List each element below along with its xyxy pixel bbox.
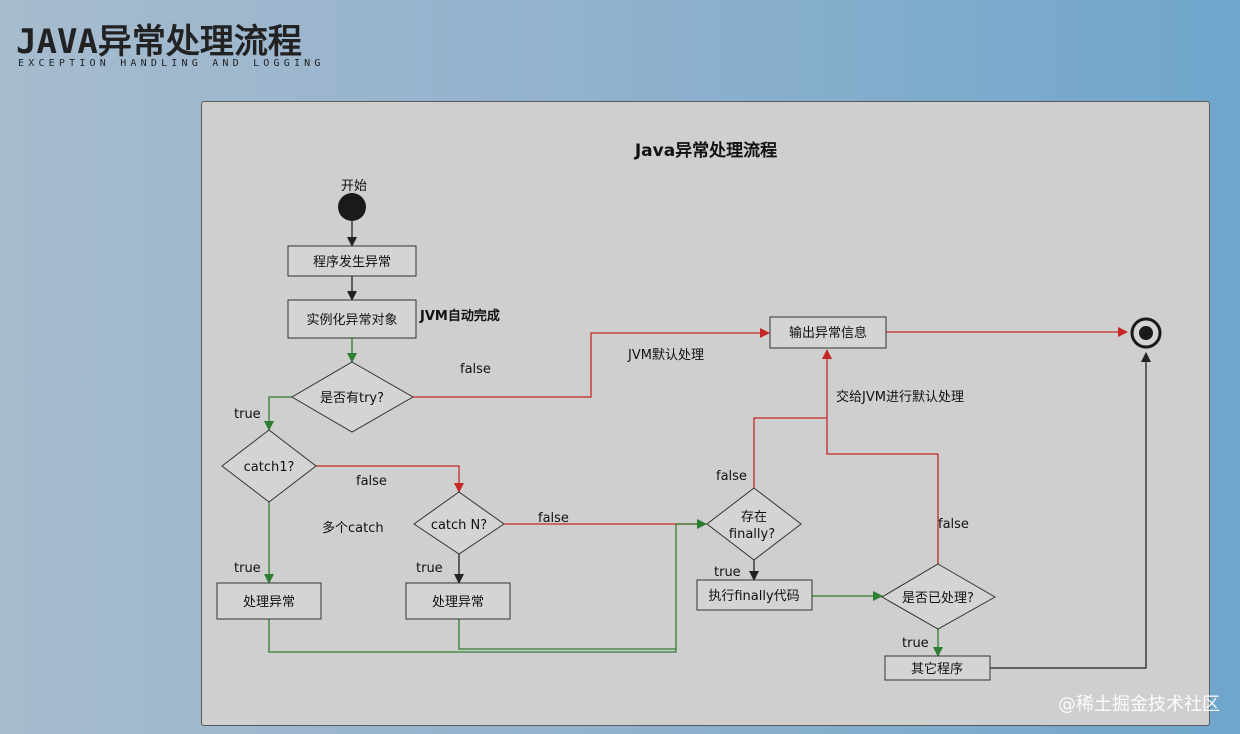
page-title: JAVA异常处理流程 — [16, 22, 302, 62]
node-other-program — [884, 655, 991, 681]
edge-finally-false — [753, 417, 827, 488]
annotation-handover-jvm: 交给JVM进行默认处理 — [836, 389, 964, 405]
flowchart: Java异常处理流程 开始 程序发生异常 实例化异常对象 JVM自动完成 是否有… — [216, 140, 1162, 681]
node-catch1 — [221, 429, 317, 503]
edge-handle1-merge — [268, 524, 677, 653]
edge-label-try-true: true — [234, 407, 261, 422]
annotation-jvm-auto: JVM自动完成 — [419, 308, 500, 324]
edge-label-finally-false: false — [716, 469, 747, 484]
diagram-panel: Java异常处理流程 开始 程序发生异常 实例化异常对象 JVM自动完成 是否有… — [201, 101, 1210, 726]
edge-catch1-false — [316, 465, 464, 493]
node-execute-finally — [696, 579, 813, 611]
edge-label-catch1-false: false — [356, 474, 387, 489]
edge-handled-false — [822, 349, 939, 564]
page-subtitle: EXCEPTION HANDLING AND LOGGING — [18, 58, 325, 69]
node-has-finally-label-2: finally? — [729, 527, 775, 542]
edge-handlen-merge — [458, 619, 676, 650]
annotation-jvm-default: JVM默认处理 — [627, 347, 704, 363]
node-output-exception-info-label: 输出异常信息 — [789, 325, 867, 341]
node-is-handled — [881, 563, 997, 630]
node-program-exception-label: 程序发生异常 — [313, 254, 391, 270]
annotation-multiple-catch: 多个catch — [322, 520, 384, 536]
node-has-try-label: 是否有try? — [320, 391, 384, 406]
node-program-exception — [287, 245, 417, 277]
edge-label-try-false: false — [460, 362, 491, 377]
node-catch-n-label: catch N? — [431, 518, 487, 533]
edge-label-handled-true: true — [902, 636, 929, 651]
node-has-finally — [706, 487, 802, 561]
node-catch1-label: catch1? — [244, 460, 295, 475]
start-node — [338, 193, 366, 221]
edge-label-handled-false: false — [938, 517, 969, 532]
node-handle-exception-1 — [216, 582, 322, 620]
node-handle-exception-n — [405, 582, 511, 620]
edge-try-false — [413, 328, 770, 398]
edge-try-true — [264, 396, 292, 431]
node-other-program-label: 其它程序 — [911, 661, 963, 677]
watermark: @稀土掘金技术社区 — [1058, 694, 1220, 715]
node-instantiate-exception-label: 实例化异常对象 — [306, 313, 397, 328]
edge-label-catchn-true: true — [416, 561, 443, 576]
edge-other-to-end — [990, 352, 1151, 669]
node-output-exception-info — [769, 316, 887, 349]
edge-label-catchn-false: false — [538, 511, 569, 526]
node-has-try — [291, 361, 415, 433]
node-catch-n — [413, 491, 505, 555]
diagram-title: Java异常处理流程 — [634, 140, 777, 161]
edge-label-finally-true: true — [714, 565, 741, 580]
node-is-handled-label: 是否已处理? — [902, 591, 974, 606]
end-node-core — [1139, 326, 1153, 340]
start-label: 开始 — [341, 179, 367, 194]
edge-label-catch1-true: true — [234, 561, 261, 576]
node-execute-finally-label: 执行finally代码 — [708, 589, 799, 604]
node-handle-exception-1-label: 处理异常 — [243, 595, 295, 610]
node-has-finally-label-1: 存在 — [741, 510, 767, 525]
node-instantiate-exception — [287, 299, 417, 339]
node-handle-exception-n-label: 处理异常 — [432, 595, 484, 610]
